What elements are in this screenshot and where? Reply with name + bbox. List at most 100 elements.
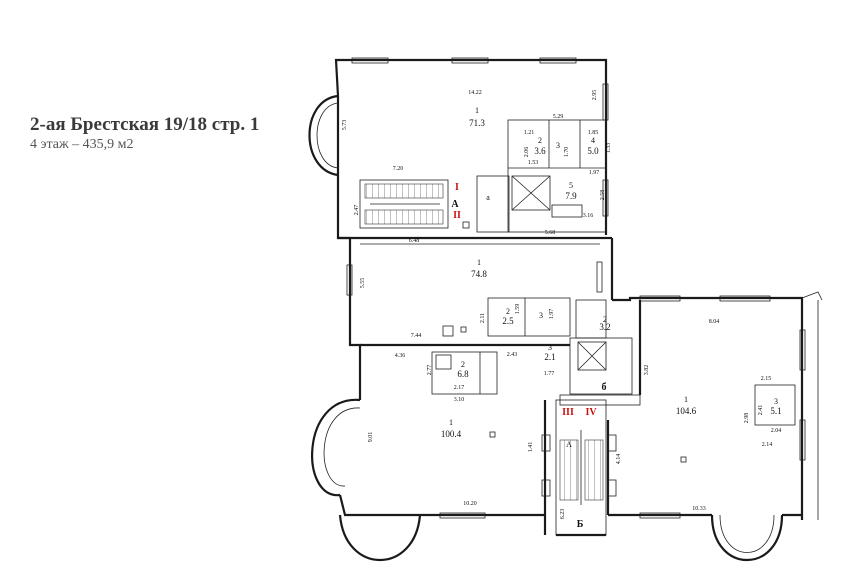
elevator-label-a: a xyxy=(486,193,490,202)
lower-left-walls xyxy=(311,351,547,562)
roman-marker-iii: III xyxy=(562,407,574,418)
svg-text:2: 2 xyxy=(461,360,465,369)
plan-subtitle: 4 этаж – 435,9 м2 xyxy=(30,137,134,152)
svg-text:14.22: 14.22 xyxy=(468,90,482,96)
svg-text:2.47: 2.47 xyxy=(354,205,360,216)
svg-text:7.44: 7.44 xyxy=(411,333,422,339)
svg-text:2: 2 xyxy=(538,136,542,145)
svg-text:1: 1 xyxy=(684,395,688,404)
svg-text:3: 3 xyxy=(548,343,552,352)
svg-text:2.17: 2.17 xyxy=(454,385,465,391)
room-r3-small: 3 2.1 xyxy=(544,343,555,362)
svg-text:3.6: 3.6 xyxy=(534,146,546,156)
room-r2-top: 2 3.6 xyxy=(534,136,546,156)
svg-text:1.59: 1.59 xyxy=(515,304,521,315)
fixtures xyxy=(442,221,687,497)
svg-text:6.48: 6.48 xyxy=(409,238,420,244)
stair-inner-label: A xyxy=(566,440,572,449)
svg-text:1.70: 1.70 xyxy=(564,147,570,158)
middle-block-walls xyxy=(338,236,614,352)
room-r3-mid: 3 xyxy=(539,311,543,320)
room-r1-bottom-left: 1 100.4 xyxy=(441,418,462,439)
svg-text:2.58: 2.58 xyxy=(600,190,606,201)
service-rooms-top xyxy=(476,119,607,233)
room-r3-top: 3 xyxy=(556,141,560,150)
svg-text:2.43: 2.43 xyxy=(507,352,518,358)
room-r5-top: 5 7.9 xyxy=(565,181,577,201)
svg-text:5.68: 5.68 xyxy=(545,230,556,236)
svg-text:1.41: 1.41 xyxy=(528,442,534,453)
svg-text:104.6: 104.6 xyxy=(676,406,697,416)
svg-text:3: 3 xyxy=(774,397,778,406)
dimension-labels: 14.22 5.73 2.95 5.29 1.21 1.85 2.06 1.70… xyxy=(342,90,781,520)
svg-text:2.95: 2.95 xyxy=(592,90,598,101)
svg-text:1.53: 1.53 xyxy=(528,160,539,166)
svg-text:5: 5 xyxy=(569,181,573,190)
room-r3-right: 3 5.1 xyxy=(770,397,781,416)
room-r2-small: 2 3.2 xyxy=(599,315,610,332)
svg-text:5.29: 5.29 xyxy=(553,114,564,120)
svg-text:5.73: 5.73 xyxy=(342,120,348,131)
svg-text:10.20: 10.20 xyxy=(463,501,477,507)
svg-text:6.23: 6.23 xyxy=(560,509,566,520)
svg-text:2.15: 2.15 xyxy=(761,376,772,382)
room-r1-bottom-right: 1 104.6 xyxy=(676,395,697,416)
stair-label-a: A xyxy=(451,199,459,210)
svg-text:2.06: 2.06 xyxy=(524,147,530,158)
stair-bottom xyxy=(555,399,607,537)
elevator-core xyxy=(559,337,641,406)
svg-text:7.20: 7.20 xyxy=(393,166,404,172)
svg-text:6.8: 6.8 xyxy=(457,369,469,379)
svg-text:3: 3 xyxy=(539,311,543,320)
svg-text:5.55: 5.55 xyxy=(360,278,366,289)
svg-text:2.1: 2.1 xyxy=(544,352,555,362)
svg-text:74.8: 74.8 xyxy=(471,269,487,279)
svg-text:71.3: 71.3 xyxy=(469,118,485,128)
svg-text:1.21: 1.21 xyxy=(524,130,535,136)
svg-text:8.04: 8.04 xyxy=(709,319,720,325)
svg-text:2.77: 2.77 xyxy=(427,365,433,376)
stair-top xyxy=(359,179,449,229)
svg-text:3.10: 3.10 xyxy=(454,397,465,403)
svg-text:3: 3 xyxy=(556,141,560,150)
svg-text:9.01: 9.01 xyxy=(368,432,374,443)
svg-text:100.4: 100.4 xyxy=(441,429,462,439)
svg-text:2.41: 2.41 xyxy=(758,405,764,416)
svg-text:2: 2 xyxy=(603,315,607,324)
room-r1-mid: 1 74.8 xyxy=(471,258,487,279)
svg-text:4.36: 4.36 xyxy=(395,353,406,359)
roman-marker-iv: IV xyxy=(585,407,597,418)
svg-text:10.33: 10.33 xyxy=(692,506,706,512)
svg-text:1: 1 xyxy=(477,258,481,267)
stair-label-b: Б xyxy=(577,519,584,530)
svg-text:3.2: 3.2 xyxy=(599,322,610,332)
svg-text:1.85: 1.85 xyxy=(588,130,599,136)
svg-text:2.5: 2.5 xyxy=(502,316,514,326)
svg-text:5.0: 5.0 xyxy=(587,146,599,156)
svg-text:2.98: 2.98 xyxy=(744,413,750,424)
svg-text:1: 1 xyxy=(449,418,453,427)
room-r1-top: 1 71.3 xyxy=(469,106,485,128)
roman-marker-i: I xyxy=(455,182,459,193)
room-r2-bath: 2 6.8 xyxy=(457,360,469,379)
svg-text:1.33: 1.33 xyxy=(606,143,612,154)
elevator-label-b: б xyxy=(602,382,607,393)
svg-text:1.77: 1.77 xyxy=(544,371,555,377)
svg-text:2: 2 xyxy=(506,307,510,316)
svg-text:4: 4 xyxy=(591,136,595,145)
room-r2-mid: 2 2.5 xyxy=(502,307,514,326)
roman-marker-ii: II xyxy=(453,210,461,221)
svg-text:5.1: 5.1 xyxy=(770,406,781,416)
svg-text:7.9: 7.9 xyxy=(565,191,577,201)
room-r4-top: 4 5.0 xyxy=(587,136,599,156)
svg-text:2.14: 2.14 xyxy=(762,442,773,448)
svg-text:3.16: 3.16 xyxy=(583,213,594,219)
svg-text:1.97: 1.97 xyxy=(549,309,555,320)
svg-text:4.14: 4.14 xyxy=(616,454,622,465)
svg-text:3.82: 3.82 xyxy=(644,365,650,376)
svg-text:1.97: 1.97 xyxy=(589,170,600,176)
right-block-walls xyxy=(606,291,823,562)
svg-text:2.04: 2.04 xyxy=(771,428,782,434)
plan-title: 2-ая Брестская 19/18 стр. 1 xyxy=(30,114,260,135)
